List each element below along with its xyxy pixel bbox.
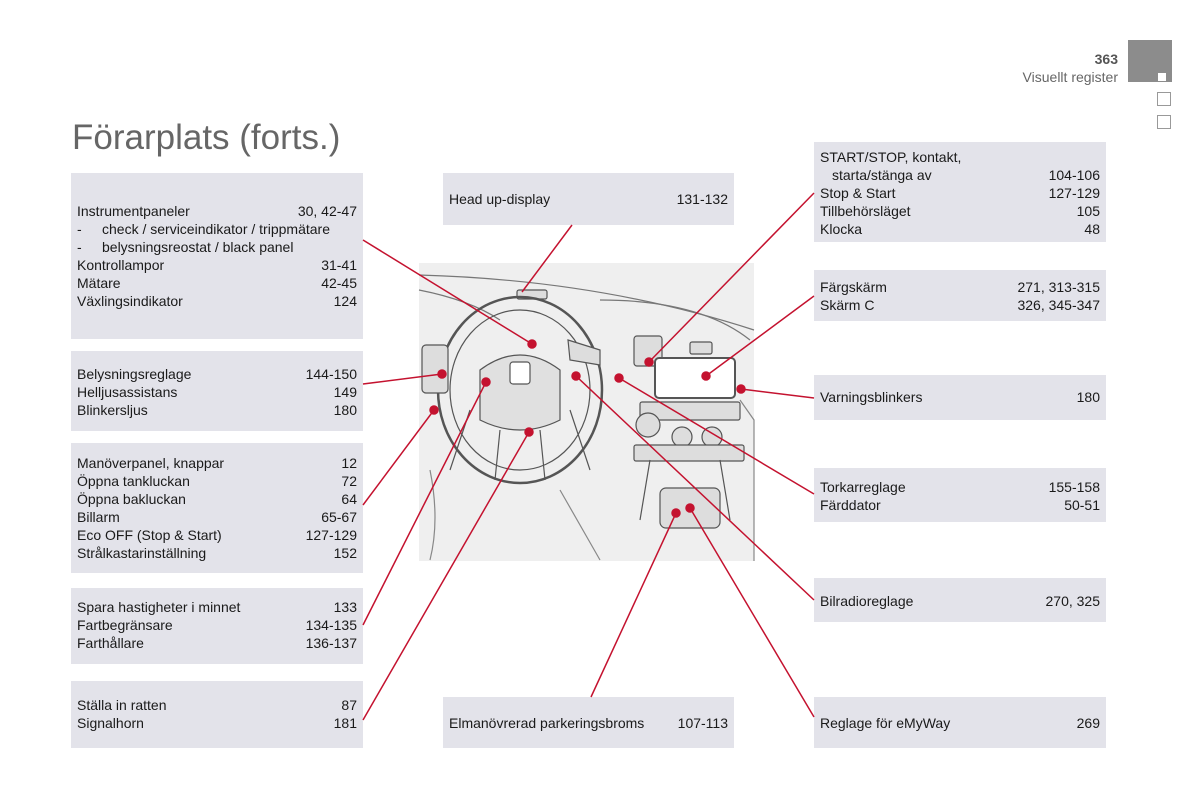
section-title: Visuellt register [1022,69,1118,85]
callout-dot [527,339,537,349]
callout-dot [429,405,439,415]
leader-line [362,373,443,385]
callout-dot [671,508,681,518]
leader-line [740,388,815,399]
index-row: Eco OFF (Stop & Start)127-129 [77,527,357,543]
callout-dot [524,427,534,437]
index-row: -belysningsreostat / black panel [77,239,294,255]
callout-dot [736,384,746,394]
index-row: -check / serviceindikator / trippmätare [77,221,330,237]
callout-dot [571,371,581,381]
leader-line [521,224,573,293]
cockpit-illustration [418,263,755,561]
callout-dot [614,373,624,383]
square-icon [1157,92,1171,106]
page-title: Förarplats (forts.) [72,118,341,157]
square-icon [1157,115,1171,129]
leader-line [705,295,815,377]
callout-dot [481,377,491,387]
tab-marker-icon [1158,73,1166,81]
leader-line [618,377,815,495]
page-number: 363 [1094,51,1118,67]
index-row: START/STOP, kontakt, [820,149,962,165]
leader-line [575,375,815,601]
leader-line [648,192,815,363]
callout-dot [437,369,447,379]
callout-dot [644,357,654,367]
leader-lines [362,192,815,721]
section-tab [1128,40,1172,82]
leader-line [590,512,677,698]
leader-line [689,507,815,718]
callout-dot [701,371,711,381]
leader-line [362,431,530,721]
leader-line [362,381,487,626]
callout-dot [685,503,695,513]
leader-line [362,409,435,506]
leader-line [362,239,533,345]
